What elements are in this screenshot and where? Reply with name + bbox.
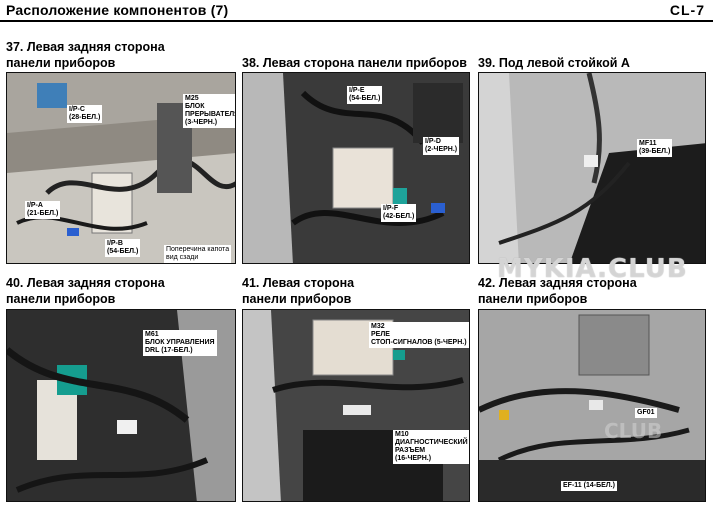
callout-m25-line4: (3-ЧЕРН.) [185, 119, 218, 126]
panel-41-photo: M32 РЕЛЕ СТОП-СИГНАЛОВ (5-ЧЕРН.) M10 ДИА… [242, 309, 470, 502]
callout-gf01: GF01 [635, 408, 657, 418]
callout-ipc-code: I/P-C [69, 106, 85, 113]
callout-m32-code: M32 [371, 323, 385, 330]
callout-ipe: I/P-E (54-БЕЛ.) [347, 86, 383, 104]
callout-note-line1: Поперечина капота [166, 246, 230, 253]
callout-ef11: EF-11 (14-БЕЛ.) [561, 481, 617, 491]
callout-ipa: I/P-A (21-БЕЛ.) [25, 201, 61, 219]
callout-ipf-code: I/P-F [383, 205, 399, 212]
panel-40-title-line2: панели приборов [6, 292, 116, 306]
callout-mf11-code: MF11 [639, 140, 657, 147]
panel-41-title-line1: 41. Левая сторона [242, 276, 355, 290]
panel-40-title-line1: 40. Левая задняя сторона [6, 276, 165, 290]
callout-m32-line3: СТОП-СИГНАЛОВ (5-ЧЕРН.) [371, 339, 467, 346]
panel-42-title: 42. Левая задняя сторона панели приборов [478, 275, 637, 307]
page-title: Расположение компонентов (7) [6, 2, 229, 18]
callout-ipd: I/P-D (2-ЧЕРН.) [423, 137, 460, 155]
callout-ipb: I/P-B (54-БЕЛ.) [105, 239, 141, 257]
panel-37-photo: I/P-C (28-БЕЛ.) M25 БЛОК ПРЕРЫВАТЕЛЯ (3-… [6, 72, 236, 264]
callout-m25: M25 БЛОК ПРЕРЫВАТЕЛЯ (3-ЧЕРН.) [183, 94, 236, 128]
watermark-small: CLUB [604, 419, 663, 443]
callout-m25-line3: ПРЕРЫВАТЕЛЯ [185, 111, 236, 118]
callout-ef11-code: EF-11 (14-БЕЛ.) [563, 482, 615, 489]
page-header: Расположение компонентов (7) CL-7 [0, 0, 713, 22]
panel-41-title-line2: панели приборов [242, 292, 352, 306]
callout-m32: M32 РЕЛЕ СТОП-СИГНАЛОВ (5-ЧЕРН.) [369, 322, 469, 348]
callout-note: Поперечина капота вид сзади [164, 245, 232, 263]
callout-m25-code: M25 [185, 95, 199, 102]
callout-m10-line4: (16-ЧЕРН.) [395, 455, 432, 462]
panel-38-title: 38. Левая сторона панели приборов [242, 56, 467, 70]
callout-m10-code: M10 [395, 431, 409, 438]
callout-ipd-code: I/P-D [425, 138, 441, 145]
callout-ipc: I/P-C (28-БЕЛ.) [67, 105, 103, 123]
callout-ipe-code: I/P-E [349, 87, 365, 94]
callout-ipd-desc: (2-ЧЕРН.) [425, 146, 458, 153]
callout-m61-code: M61 [145, 331, 159, 338]
callout-ipa-desc: (21-БЕЛ.) [27, 210, 59, 217]
callout-ipc-desc: (28-БЕЛ.) [69, 114, 101, 121]
panel-40-photo: M61 БЛОК УПРАВЛЕНИЯ DRL (17-БЕЛ.) [6, 309, 236, 502]
callout-ipf-desc: (42-БЕЛ.) [383, 213, 415, 220]
panel-42-photo-art [479, 310, 705, 501]
callout-m32-line2: РЕЛЕ [371, 331, 390, 338]
panel-37-title-line1: 37. Левая задняя сторона [6, 40, 165, 54]
callout-ipb-desc: (54-БЕЛ.) [107, 248, 139, 255]
panel-37-title: 37. Левая задняя сторона панели приборов [6, 39, 165, 71]
callout-m25-line2: БЛОК [185, 103, 205, 110]
callout-ipa-code: I/P-A [27, 202, 43, 209]
callout-gf01-code: GF01 [637, 409, 655, 416]
page-code: CL-7 [669, 2, 705, 18]
panel-39-photo-art [479, 73, 705, 263]
panel-42-title-line2: панели приборов [478, 292, 588, 306]
callout-m10: M10 ДИАГНОСТИЧЕСКИЙ РАЗЪЕМ (16-ЧЕРН.) [393, 430, 469, 464]
panel-38-photo-art [243, 73, 469, 263]
callout-note-line2: вид сзади [166, 254, 199, 261]
panel-39-title: 39. Под левой стойкой А [478, 56, 630, 70]
callout-m61: M61 БЛОК УПРАВЛЕНИЯ DRL (17-БЕЛ.) [143, 330, 217, 356]
callout-mf11: MF11 (39-БЕЛ.) [637, 139, 673, 157]
callout-ipf: I/P-F (42-БЕЛ.) [381, 204, 417, 222]
panel-42-title-line1: 42. Левая задняя сторона [478, 276, 637, 290]
callout-ipe-desc: (54-БЕЛ.) [349, 95, 381, 102]
panel-40-photo-art [7, 310, 235, 501]
watermark: MYKIA.CLUB [497, 254, 688, 284]
panel-38-photo: I/P-E (54-БЕЛ.) I/P-D (2-ЧЕРН.) I/P-F (4… [242, 72, 470, 264]
panel-40-title: 40. Левая задняя сторона панели приборов [6, 275, 165, 307]
callout-m10-line3: РАЗЪЕМ [395, 447, 426, 454]
panel-37-title-line2: панели приборов [6, 56, 116, 70]
panel-39-photo: MF11 (39-БЕЛ.) [478, 72, 706, 264]
callout-m61-line3: DRL (17-БЕЛ.) [145, 347, 193, 354]
callout-mf11-desc: (39-БЕЛ.) [639, 148, 671, 155]
panel-41-title: 41. Левая сторона панели приборов [242, 275, 354, 307]
callout-m61-line2: БЛОК УПРАВЛЕНИЯ [145, 339, 215, 346]
panel-42-photo: GF01 EF-11 (14-БЕЛ.) [478, 309, 706, 502]
callout-m10-line2: ДИАГНОСТИЧЕСКИЙ [395, 439, 468, 446]
callout-ipb-code: I/P-B [107, 240, 123, 247]
